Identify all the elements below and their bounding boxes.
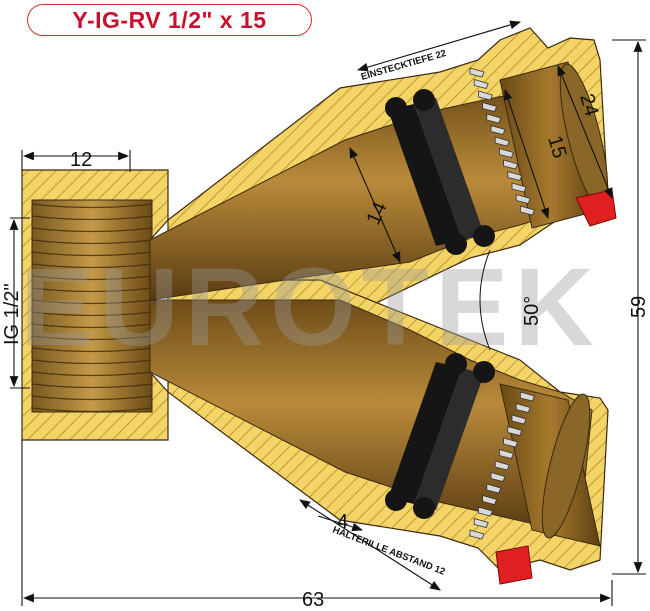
lower-release-clip [495, 545, 533, 585]
lower-bore [149, 299, 593, 531]
dim-groove: 4 [337, 511, 348, 533]
dim-thread-length: 12 [70, 149, 92, 171]
internal-thread [31, 199, 153, 413]
title-badge: Y-IG-RV 1/2" x 15 [27, 4, 312, 36]
dim-thread-size: IG 1/2" [1, 283, 23, 345]
product-title: Y-IG-RV 1/2" x 15 [72, 6, 267, 33]
upper-o-rings [385, 89, 495, 255]
dim-total-length: 63 [302, 589, 324, 611]
watermark-text: EUROTEK [20, 246, 600, 369]
dim-angle: 50° [521, 296, 543, 326]
dim-height: 59 [628, 296, 650, 318]
lower-grip-ring [469, 391, 535, 540]
lower-pipe [499, 383, 601, 547]
